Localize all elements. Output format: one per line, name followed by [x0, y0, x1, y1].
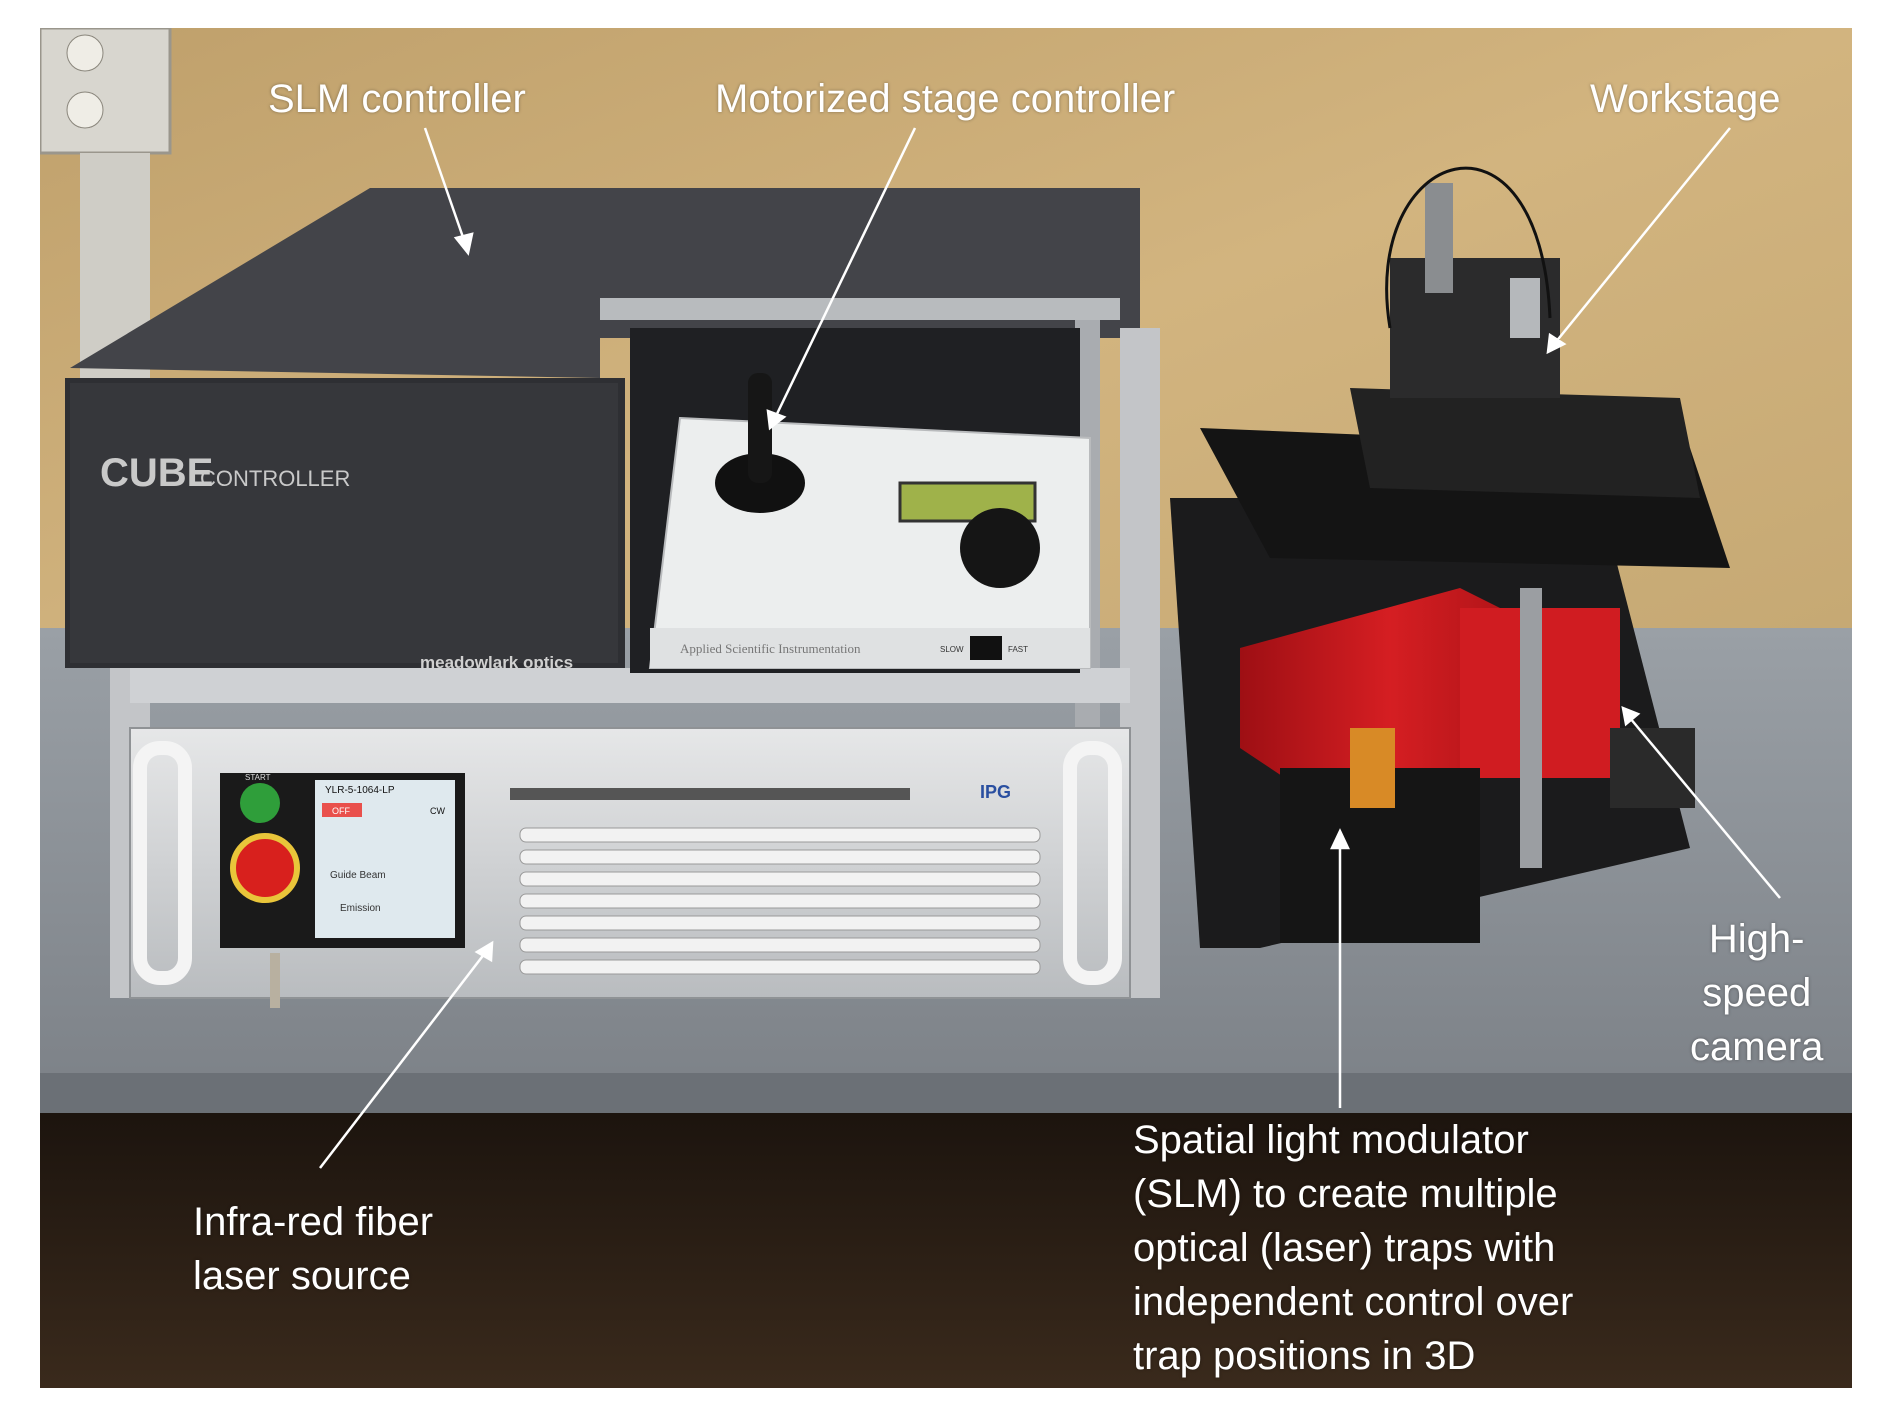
emission-label: Emission — [340, 903, 381, 914]
label-camera-line: High- — [1708, 917, 1805, 961]
arrowhead — [453, 232, 474, 256]
outlet-socket — [66, 34, 104, 72]
laser-vent-slot — [510, 788, 910, 800]
start-label: START — [245, 773, 271, 782]
stage-maker: Applied Scientific Instrumentation — [680, 641, 861, 656]
arrow-laser — [319, 952, 486, 1169]
power-outlet — [40, 28, 172, 155]
stage-post — [1520, 588, 1542, 868]
label-slm-line: trap positions in 3D — [1133, 1334, 1476, 1378]
arrow-stage-controller — [773, 127, 917, 419]
label-camera-line: speed — [1702, 971, 1812, 1015]
handle-left — [133, 741, 192, 985]
arrow-camera — [1629, 717, 1781, 899]
frame-rail — [600, 298, 1120, 320]
ipg-logo: IPG — [980, 782, 1011, 802]
cube-maker: meadowlark optics — [420, 653, 573, 672]
label-camera-line: camera — [1690, 1025, 1824, 1069]
floor — [40, 1113, 1852, 1388]
cube-sub: CONTROLLER — [200, 466, 350, 491]
laser-vent-grille — [519, 827, 1041, 975]
label-workstage: Workstage — [1590, 77, 1781, 121]
xy-stage-upper — [1350, 388, 1700, 498]
arrowhead — [1546, 332, 1567, 355]
speed-switch — [970, 636, 1002, 660]
ribbon-cable — [1350, 728, 1395, 808]
label-slm-line: Spatial light modulator — [1133, 1118, 1529, 1162]
stage-controller-front — [650, 628, 1090, 668]
arrowhead — [1330, 828, 1350, 850]
lab-photo: CUBE CONTROLLER meadowlark optics Applie… — [40, 28, 1852, 1388]
fiber-cable — [1385, 166, 1552, 329]
outlet-socket — [66, 91, 104, 129]
label-slm-controller: SLM controller — [268, 77, 526, 121]
label-stage-controller: Motorized stage controller — [715, 77, 1176, 121]
label-slm: Spatial light modulator (SLM) to create … — [1133, 1113, 1573, 1383]
label-high-speed-camera: High- speed camera — [1690, 912, 1823, 1074]
label-slm-line: (SLM) to create multiple — [1133, 1172, 1558, 1216]
label-laser-line: Infra-red fiber — [193, 1200, 434, 1244]
laser-model: YLR-5-1064-LP — [325, 785, 395, 796]
off-indicator — [322, 803, 362, 817]
frame-rail — [130, 668, 1130, 703]
arrow-workstage — [1554, 127, 1731, 344]
speed-fast: FAST — [1008, 645, 1028, 654]
stage-knob — [960, 508, 1040, 588]
arrowhead — [474, 940, 494, 963]
label-laser-source: Infra-red fiber laser source — [193, 1195, 433, 1303]
start-button — [240, 783, 280, 823]
label-slm-line: optical (laser) traps with — [1133, 1226, 1556, 1270]
joystick-stick — [748, 373, 772, 483]
cube-brand: CUBE — [100, 451, 213, 495]
guide-beam-label: Guide Beam — [330, 870, 386, 881]
key — [270, 953, 280, 1008]
cube-panel — [70, 383, 618, 663]
emergency-stop — [230, 833, 300, 903]
off-label: OFF — [332, 806, 350, 816]
handle-right — [1063, 741, 1122, 985]
high-speed-camera — [1610, 728, 1695, 808]
arrowhead — [1621, 705, 1641, 727]
speed-slow: SLOW — [940, 645, 964, 654]
label-slm-line: independent control over — [1133, 1280, 1574, 1324]
objective — [1510, 278, 1540, 338]
label-laser-line: laser source — [193, 1254, 411, 1298]
table-edge — [40, 1073, 1852, 1113]
annotation-arrows — [319, 127, 1781, 1169]
micrometer — [1425, 183, 1453, 293]
arrow-slm-controller — [423, 127, 467, 244]
cw-label: CW — [430, 806, 445, 816]
arrowhead — [766, 409, 787, 431]
